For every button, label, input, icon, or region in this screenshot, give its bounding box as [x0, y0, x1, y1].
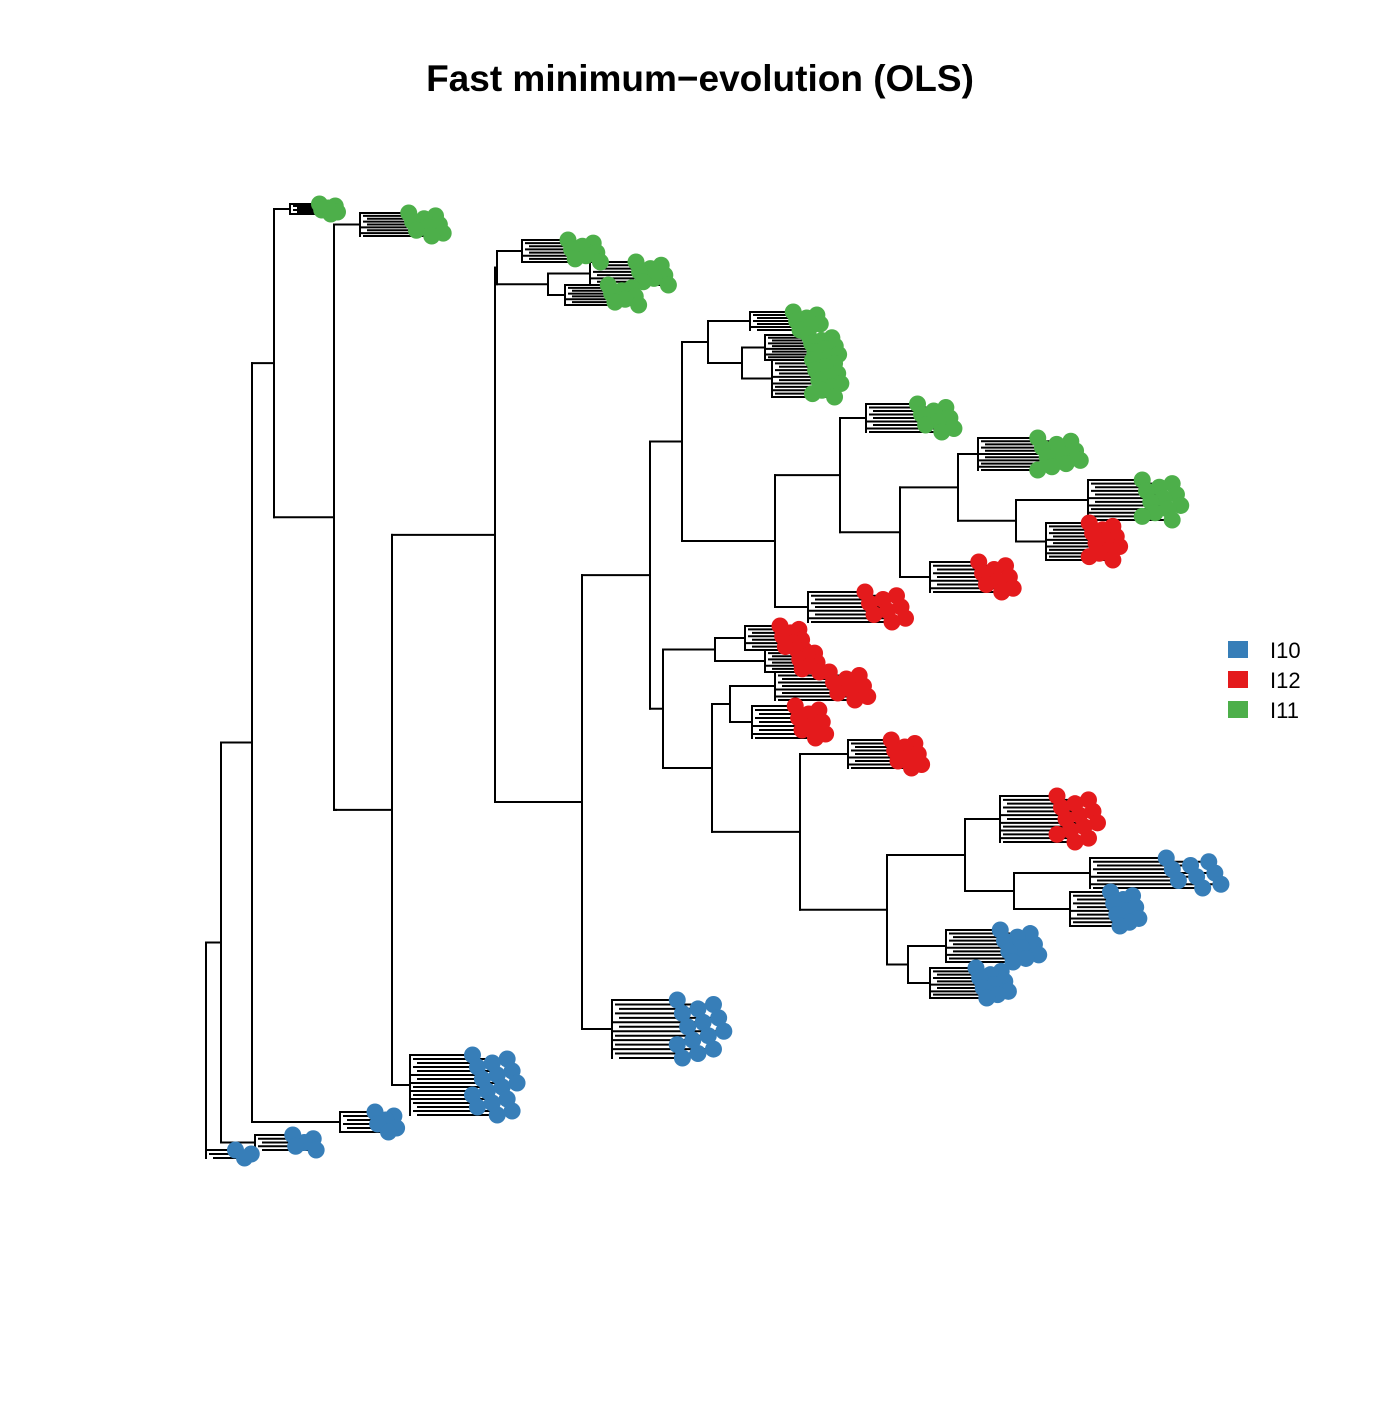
tip-point [307, 1141, 325, 1159]
tip-point [917, 416, 935, 434]
tip-point [468, 1098, 486, 1116]
tip-point [903, 759, 920, 777]
tip-point [503, 1102, 521, 1120]
tip-point [1089, 814, 1106, 832]
legend-label-i12: I12 [1270, 668, 1301, 693]
legend-label-i11: I11 [1270, 698, 1299, 723]
tip-point [978, 989, 996, 1007]
tip-point [1004, 953, 1022, 971]
tip-point [1017, 949, 1035, 967]
tip-point [322, 205, 340, 223]
tip-point [380, 1123, 397, 1141]
tip-point [1030, 946, 1048, 964]
tip-point [793, 721, 811, 739]
tip-point [889, 752, 907, 770]
tip-point [1169, 872, 1187, 889]
tip-point [689, 1045, 707, 1063]
tip-point [704, 995, 722, 1013]
tip-point [689, 1000, 707, 1018]
tip-point [1146, 504, 1164, 522]
tip-point [684, 1031, 702, 1049]
tip-point [1133, 507, 1151, 525]
tip-point [488, 1106, 506, 1124]
tip-point [793, 660, 811, 678]
tip-point [704, 1040, 722, 1058]
tip-point [236, 1149, 253, 1167]
tip-point [1194, 879, 1212, 897]
tip-point [423, 227, 441, 245]
tip-point [679, 1018, 697, 1036]
tip-point [865, 606, 883, 623]
tip-point [807, 729, 824, 747]
tip-point [804, 385, 821, 403]
tip-point [1071, 451, 1089, 469]
tip-point [1111, 917, 1129, 935]
tip-point [659, 276, 677, 294]
tip-point [846, 691, 864, 709]
tip-point [897, 609, 914, 627]
tip-point [1048, 825, 1066, 843]
tip-point [606, 293, 624, 311]
tip-point [826, 388, 844, 406]
tip-point [993, 583, 1011, 601]
tip-point [591, 253, 609, 271]
tip-point [1080, 548, 1098, 566]
legend-swatch-i10 [1228, 641, 1248, 658]
tip-point [1066, 833, 1084, 851]
tip-point [566, 250, 584, 268]
tip-point [287, 1137, 305, 1155]
tip-point [407, 221, 425, 239]
tip-point [1163, 511, 1181, 529]
tip-point [859, 688, 877, 705]
legend-label-i10: I10 [1270, 638, 1301, 663]
tip-point [1057, 455, 1075, 473]
tip-point [1172, 496, 1190, 514]
tip-point [699, 1027, 717, 1045]
legend-swatch-i12 [1228, 671, 1248, 688]
plot-title: Fast minimum−evolution (OLS) [426, 58, 974, 99]
tip-point [508, 1074, 526, 1092]
tip-point [630, 296, 648, 314]
tip-point [668, 991, 686, 1009]
tip-point [1043, 458, 1061, 476]
tip-point [694, 1013, 712, 1031]
tip-point [933, 423, 951, 441]
tip-point [1029, 461, 1047, 479]
tip-point [668, 1036, 686, 1054]
tip-point [829, 684, 847, 702]
tip-point [673, 1004, 691, 1022]
tip-point [715, 1022, 733, 1040]
tip-point [710, 1009, 728, 1027]
tip-point [1104, 551, 1122, 569]
tree-tips [227, 195, 1230, 1167]
tip-point [1212, 875, 1230, 893]
tip-point [977, 576, 995, 593]
legend-swatch-i11 [1228, 701, 1248, 718]
tip-point [673, 1049, 691, 1067]
tip-point [1080, 829, 1097, 847]
tip-point [883, 613, 901, 631]
